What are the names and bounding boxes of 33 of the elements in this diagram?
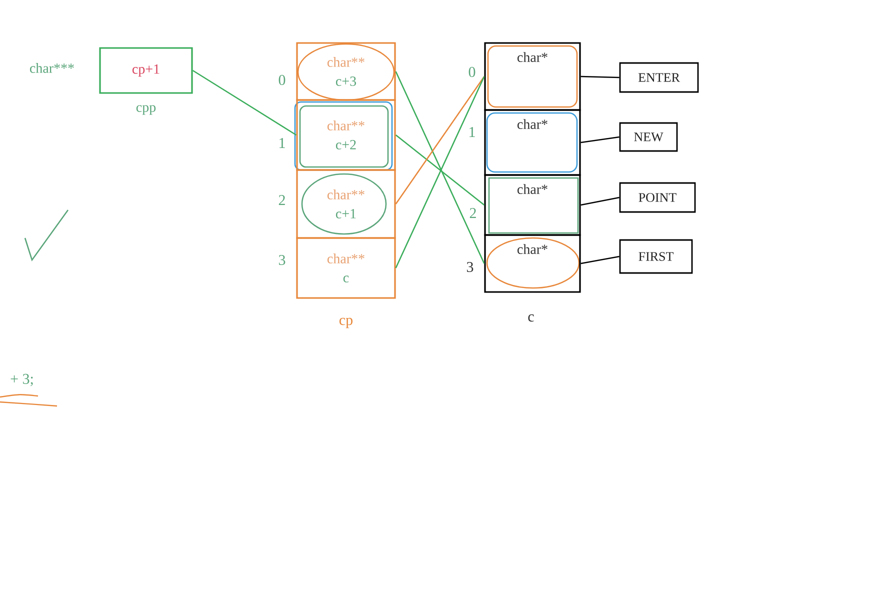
string-box: NEW [619, 122, 678, 152]
connector-line [580, 196, 620, 206]
index-label: 1 [470, 127, 475, 137]
index-label: 0 [468, 66, 476, 78]
connector-line [580, 136, 620, 144]
index-label: 2 [278, 195, 285, 205]
index-label: 2 [470, 208, 476, 218]
connector-line [395, 76, 485, 204]
pointer-box: cp+1 [99, 47, 193, 94]
array-cell: char* [484, 42, 581, 111]
connector-line [395, 134, 485, 206]
array-cell: char** c [296, 237, 396, 299]
string-box: FIRST [619, 239, 693, 274]
index-label: cp [340, 318, 352, 328]
connector-line [580, 76, 620, 78]
string-box: POINT [619, 182, 696, 213]
index-label: 1 [280, 138, 285, 148]
array-cell: char* [484, 234, 581, 293]
index-label: 3 [278, 254, 286, 266]
array-cell: char* [484, 174, 581, 236]
beside-label: char*** [30, 63, 74, 73]
array-cell: char** c+1 [296, 169, 396, 239]
beside-label: cpp [136, 105, 156, 115]
array-cell: char* [484, 109, 581, 176]
array-cell: char** c+2 [296, 99, 396, 171]
array-cell: char** c+3 [296, 42, 396, 101]
connector-line [192, 70, 297, 136]
index-label: 0 [278, 74, 286, 86]
index-label: c [528, 314, 534, 322]
index-label: 3 [466, 262, 474, 272]
index-label: + 3; [10, 374, 33, 386]
string-box: ENTER [619, 62, 699, 93]
connector-line [580, 256, 620, 264]
